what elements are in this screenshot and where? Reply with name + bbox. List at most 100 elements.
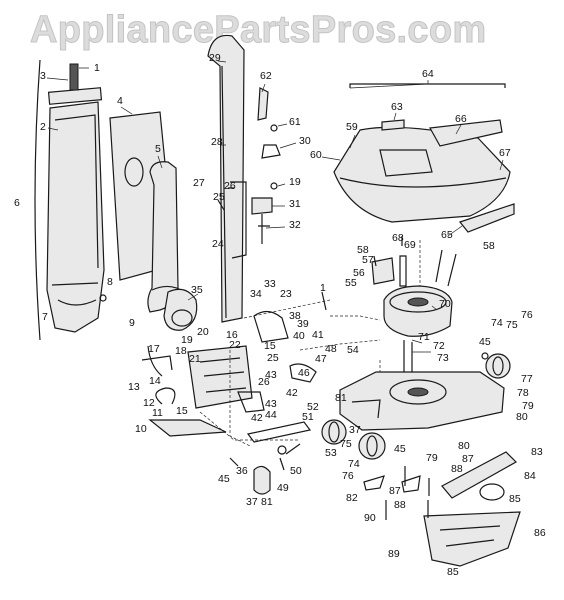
part-callout: 70	[439, 298, 451, 310]
part-callout: 41	[312, 329, 324, 341]
part-callout: 58	[357, 244, 369, 256]
part-callout: 74	[491, 317, 503, 329]
part-callout: 76	[521, 309, 533, 321]
part-callout: 58	[483, 240, 495, 252]
part-callout: 89	[388, 548, 400, 560]
part-callout: 9	[129, 317, 135, 329]
part-callout: 25	[267, 352, 279, 364]
part-callout: 62	[260, 70, 272, 82]
part-callout: 22	[229, 339, 241, 351]
part-callout: 28	[211, 136, 223, 148]
part-callout: 81	[261, 496, 273, 508]
brushroll-and-belt	[246, 419, 521, 567]
part-callout: 43	[265, 369, 277, 381]
part-callout: 87	[462, 453, 474, 465]
part-callout: 82	[346, 492, 358, 504]
part-callout: 26	[258, 376, 270, 388]
part-callout: 79	[522, 400, 534, 412]
part-callout: 47	[315, 353, 327, 365]
part-callout: 31	[289, 198, 301, 210]
watermark-text: AppliancePartsPros.com	[30, 9, 486, 51]
fill-tube-hose	[147, 161, 198, 331]
part-callout: 81	[335, 392, 347, 404]
part-callout: 77	[521, 373, 533, 385]
height-adjust-mechanism	[141, 310, 317, 437]
part-callout: 45	[394, 443, 406, 455]
part-callout: 40	[293, 330, 305, 342]
part-callout: 17	[148, 343, 160, 355]
part-callout: 34	[250, 288, 262, 300]
motor-fan-assembly	[371, 255, 453, 380]
part-callout: 48	[325, 343, 337, 355]
part-callout: 64	[422, 68, 434, 80]
part-callout: 78	[517, 387, 529, 399]
part-callout: 43	[265, 398, 277, 410]
leader-lines	[46, 60, 504, 353]
part-callout: 76	[342, 470, 354, 482]
part-callout: 25	[213, 191, 225, 203]
part-callout: 63	[391, 101, 403, 113]
part-callout: 67	[499, 147, 511, 159]
part-callout: 55	[345, 277, 357, 289]
part-callout: 18	[175, 345, 187, 357]
part-callout: 15	[264, 340, 276, 352]
hardware-fasteners	[217, 187, 457, 520]
part-callout: 69	[404, 239, 416, 251]
part-callout: 8	[107, 276, 113, 288]
part-callout: 90	[364, 512, 376, 524]
part-callout: 33	[264, 278, 276, 290]
handle-tube	[207, 34, 281, 323]
hood-assembly	[333, 83, 515, 233]
part-callout: 42	[251, 412, 263, 424]
part-callout: 20	[197, 326, 209, 338]
part-callout: 80	[516, 411, 528, 423]
part-callout: 26	[224, 180, 236, 192]
part-callout: 42	[286, 387, 298, 399]
part-callout: 19	[289, 176, 301, 188]
part-callout: 52	[307, 401, 319, 413]
part-callout: 44	[265, 409, 277, 421]
part-callout: 19	[181, 334, 193, 346]
part-callout: 15	[176, 405, 188, 417]
part-callout: 3	[40, 70, 46, 82]
part-callout: 10	[135, 423, 147, 435]
part-callout: 32	[289, 219, 301, 231]
part-callout: 46	[298, 367, 310, 379]
part-callout: 27	[193, 177, 205, 189]
part-callout: 2	[40, 121, 46, 133]
part-callout: 79	[426, 452, 438, 464]
part-callout: 38	[289, 310, 301, 322]
part-callout: 45	[479, 336, 491, 348]
part-callout: 86	[534, 527, 546, 539]
part-callout: 23	[280, 288, 292, 300]
part-callout: 61	[289, 116, 301, 128]
part-callout: 51	[302, 411, 314, 423]
part-callout: 7	[42, 311, 48, 323]
part-callout: 37	[349, 424, 361, 436]
part-callout: 75	[340, 438, 352, 450]
outer-bag-assembly	[34, 59, 107, 341]
part-callout: 88	[394, 499, 406, 511]
part-callout: 37	[246, 496, 258, 508]
part-callout: 53	[325, 447, 337, 459]
base-housing	[339, 352, 511, 431]
part-callout: 59	[346, 121, 358, 133]
part-callout: 36	[236, 465, 248, 477]
assembly-lines	[199, 240, 421, 447]
part-callout: 74	[348, 458, 360, 470]
part-callout: 72	[433, 340, 445, 352]
part-callout: 60	[310, 149, 322, 161]
part-callout: 50	[290, 465, 302, 477]
part-callout: 85	[447, 566, 459, 578]
part-callout: 11	[152, 407, 163, 419]
part-callout: 65	[441, 229, 453, 241]
part-callout: 45	[218, 473, 230, 485]
part-callout: 39	[297, 318, 309, 330]
part-callout: 88	[451, 463, 463, 475]
part-callout: 75	[506, 319, 518, 331]
part-callout: 71	[418, 331, 430, 343]
part-callout: 66	[455, 113, 467, 125]
part-callout: 35	[191, 284, 203, 296]
